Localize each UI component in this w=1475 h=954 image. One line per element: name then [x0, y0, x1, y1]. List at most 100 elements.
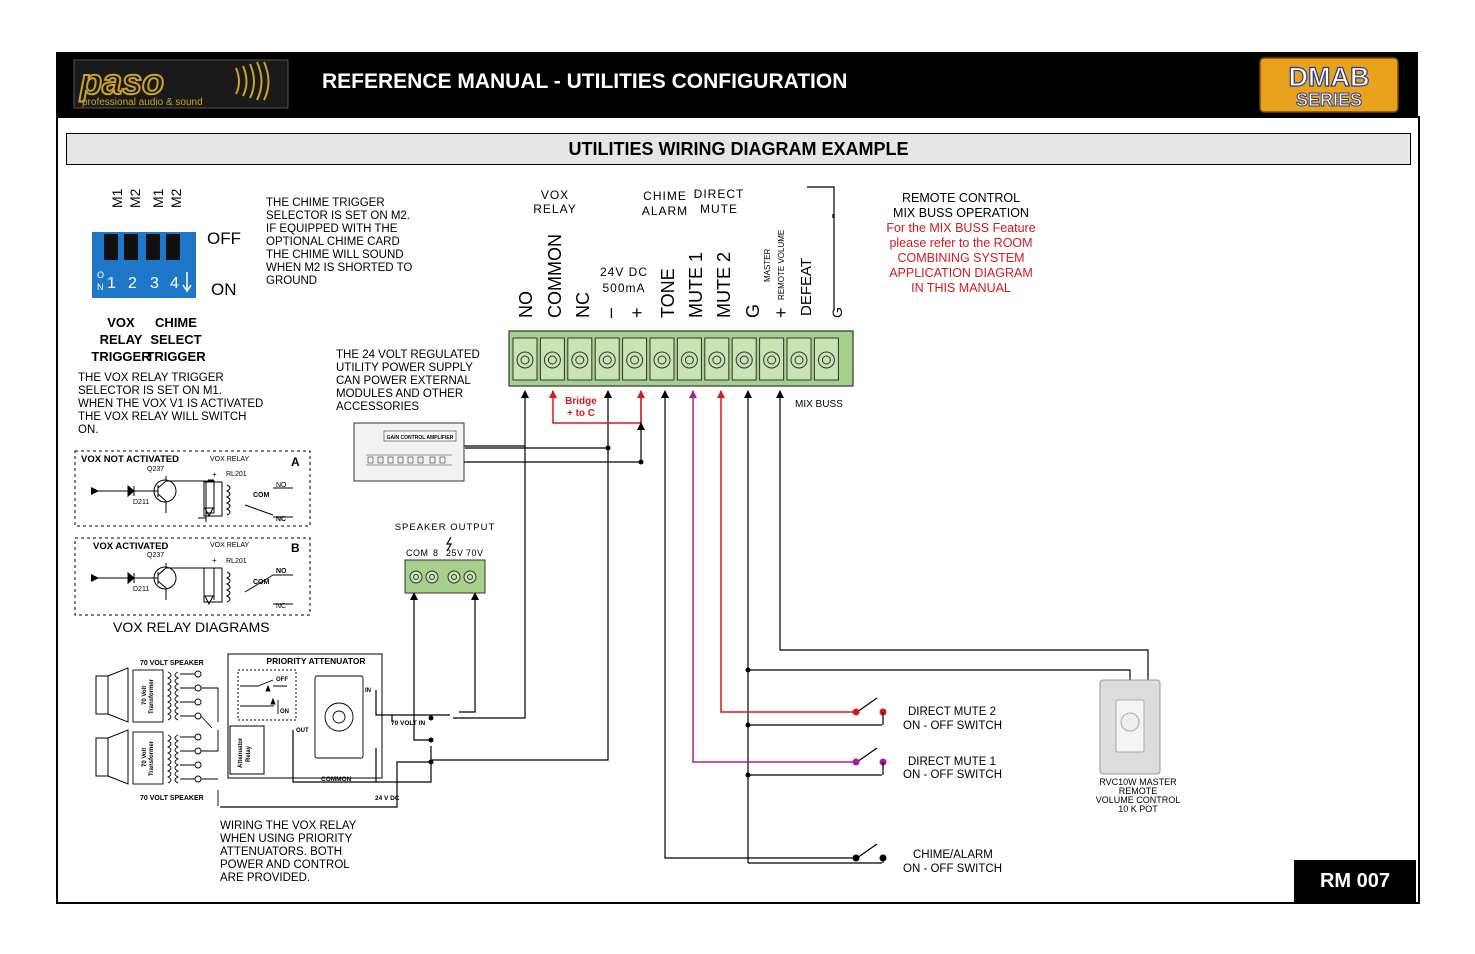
svg-text:CHIME/ALARM: CHIME/ALARM — [913, 849, 993, 861]
svg-text:THE CHIME WILL SOUND: THE CHIME WILL SOUND — [266, 249, 404, 261]
dip-on-label: ON — [211, 280, 237, 299]
svg-text:COMMON: COMMON — [321, 776, 352, 783]
wires-red — [552, 391, 855, 713]
svg-text:OFF: OFF — [276, 677, 288, 683]
svg-text:DIRECT MUTE 1: DIRECT MUTE 1 — [908, 756, 996, 768]
dip-top-label: M1 — [109, 188, 125, 208]
remote-control-note: REMOTE CONTROL MIX BUSS OPERATION For th… — [886, 191, 1035, 295]
terminal-screw-head — [708, 351, 726, 369]
svg-text:B: B — [291, 541, 300, 555]
terminal-screw-slot — [630, 355, 640, 365]
svg-text:OPTIONAL CHIME CARD: OPTIONAL CHIME CARD — [266, 236, 400, 248]
svg-text:SELECT: SELECT — [150, 332, 201, 347]
priority-attenuator: 70 VOLT SPEAKER 70 VOLT SPEAKER 70 Volt — [95, 653, 425, 806]
dip-switch: M1 M2 M1 M2 O N 1 2 3 4 OFF ON VOX — [91, 188, 241, 364]
svg-text:70 VOLT SPEAKER: 70 VOLT SPEAKER — [140, 795, 204, 802]
svg-text:REMOTE CONTROL: REMOTE CONTROL — [902, 191, 1020, 205]
terminal-screw-slot — [602, 355, 612, 365]
svg-text:COMMON: COMMON — [545, 234, 565, 318]
terminal-screw-slot — [821, 355, 831, 365]
terminal-screw-head — [735, 351, 753, 369]
svg-text:MIX BUSS OPERATION: MIX BUSS OPERATION — [893, 206, 1029, 220]
switch-direct-mute-2: DIRECT MUTE 2 ON - OFF SWITCH — [852, 697, 1002, 732]
svg-text:VOX RELAY: VOX RELAY — [210, 456, 249, 463]
chime-trigger-note: THE CHIME TRIGGER SELECTOR IS SET ON M2.… — [266, 197, 412, 287]
svg-text:RL201: RL201 — [226, 471, 247, 478]
power-supply-note: THE 24 VOLT REGULATED UTILITY POWER SUPP… — [336, 349, 480, 413]
svg-text:PRIORITY ATTENUATOR: PRIORITY ATTENUATOR — [266, 656, 365, 666]
svg-text:MUTE: MUTE — [700, 202, 738, 216]
svg-text:NC: NC — [276, 516, 286, 523]
svg-text:For the MIX BUSS Feature: For the MIX BUSS Feature — [886, 221, 1035, 235]
svg-text:SELECTOR IS SET ON M1.: SELECTOR IS SET ON M1. — [78, 385, 222, 397]
vox-relay-diagrams-caption: VOX RELAY DIAGRAMS — [113, 619, 270, 635]
svg-text:Q237: Q237 — [147, 466, 164, 473]
svg-text:24 V DC: 24 V DC — [375, 795, 400, 802]
svg-text:COMBINING SYSTEM: COMBINING SYSTEM — [897, 251, 1024, 265]
svg-text:CHIME: CHIME — [643, 189, 687, 203]
terminal-group-labels: VOX RELAY CHIME ALARM DIRECT MUTE 24V DC… — [533, 187, 743, 295]
svg-text:VOX: VOX — [107, 315, 135, 330]
svg-text:2: 2 — [128, 275, 137, 292]
svg-text:ON: ON — [280, 709, 289, 715]
svg-text:MUTE 1: MUTE 1 — [686, 252, 706, 318]
svg-text:D211: D211 — [133, 499, 149, 506]
svg-text:10 K POT: 10 K POT — [1118, 804, 1158, 814]
svg-text:NC: NC — [276, 603, 286, 610]
svg-text:1: 1 — [107, 275, 116, 292]
priority-wiring-note: WIRING THE VOX RELAY WHEN USING PRIORITY… — [220, 820, 357, 884]
dip-off-label: OFF — [207, 229, 241, 248]
svg-text:please refer to the ROOM: please refer to the ROOM — [889, 236, 1032, 250]
svg-text:Relay: Relay — [246, 745, 252, 762]
svg-text:24V DC: 24V DC — [600, 265, 648, 279]
vox-trigger-note: THE VOX RELAY TRIGGER SELECTOR IS SET ON… — [78, 372, 263, 436]
logo-word: paso — [79, 61, 164, 102]
svg-text:THE 24 VOLT REGULATED: THE 24 VOLT REGULATED — [336, 349, 480, 361]
bridge-label: Bridge — [565, 396, 597, 407]
switch-direct-mute-1: DIRECT MUTE 1 ON - OFF SWITCH — [852, 747, 1002, 781]
utility-terminal-block — [508, 330, 854, 387]
svg-text:8: 8 — [433, 548, 439, 558]
svg-text:IN THIS MANUAL: IN THIS MANUAL — [911, 281, 1011, 295]
svg-text:COM: COM — [253, 492, 270, 499]
rvc10w-remote-volume: RVC10W MASTER REMOTE VOLUME CONTROL 10 K… — [1096, 679, 1180, 814]
svg-text:ATTENUATORS. BOTH: ATTENUATORS. BOTH — [220, 846, 342, 858]
svg-text:NO: NO — [516, 291, 536, 318]
svg-text:+: + — [212, 556, 217, 565]
svg-text:+: + — [627, 307, 647, 318]
wire-arrowheads — [410, 390, 784, 600]
svg-text:70 VOLT SPEAKER: 70 VOLT SPEAKER — [140, 660, 204, 667]
logo-waves-icon — [235, 61, 270, 101]
section-title: UTILITIES WIRING DIAGRAM EXAMPLE — [568, 139, 909, 159]
svg-text:A: A — [291, 455, 300, 469]
wires-purple — [692, 391, 855, 763]
dip-top-label: M1 — [150, 188, 166, 208]
svg-text:GROUND: GROUND — [266, 275, 317, 287]
svg-text:ALARM: ALARM — [642, 204, 688, 218]
svg-text:VOX NOT ACTIVATED: VOX NOT ACTIVATED — [81, 454, 179, 465]
terminal-screw-slot — [520, 355, 530, 365]
terminal-screw-slot — [575, 355, 585, 365]
dip-top-label: M2 — [127, 188, 143, 208]
svg-text:Q237: Q237 — [147, 552, 164, 559]
svg-text:IF EQUIPPED WITH THE: IF EQUIPPED WITH THE — [266, 223, 398, 235]
svg-text:NO: NO — [276, 482, 287, 489]
svg-text:VOX ACTIVATED: VOX ACTIVATED — [93, 541, 168, 552]
page-code: RM 007 — [1294, 860, 1416, 902]
svg-text:Attenuator: Attenuator — [238, 737, 244, 768]
svg-text:4: 4 — [170, 275, 179, 292]
svg-text:70 Volt: 70 Volt — [142, 686, 148, 705]
svg-text:MASTER: MASTER — [763, 248, 772, 282]
terminal-screw-slot — [684, 355, 694, 365]
terminal-screw-slot — [794, 355, 804, 365]
page-title: REFERENCE MANUAL - UTILITIES CONFIGURATI… — [322, 70, 848, 93]
svg-text:TRIGGER: TRIGGER — [91, 349, 151, 364]
svg-text:Transformer: Transformer — [149, 740, 155, 776]
svg-text:NC: NC — [573, 292, 593, 318]
svg-text:THE CHIME TRIGGER: THE CHIME TRIGGER — [266, 197, 385, 209]
svg-text:RELAY: RELAY — [100, 332, 143, 347]
dip-top-label: M2 — [168, 188, 184, 208]
svg-text:ON - OFF SWITCH: ON - OFF SWITCH — [903, 863, 1002, 875]
